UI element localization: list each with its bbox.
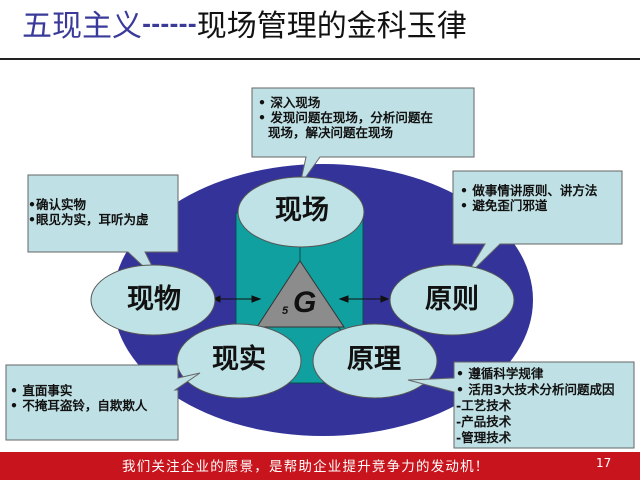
- bottom-left-callout-text: • 直面事实 • 不掩耳盗铃，自欺欺人: [10, 383, 147, 413]
- node-bottom-right-shape: [312, 323, 438, 399]
- callout-line: -工艺技术: [456, 398, 512, 413]
- callout-line: • 活用3大技术分析问题成因: [456, 382, 615, 397]
- callout-line: •确认实物: [28, 197, 86, 212]
- center-triangle: [256, 260, 345, 328]
- callout-line: -管理技术: [456, 430, 512, 445]
- node-left-shape: [90, 264, 216, 336]
- callout-line: • 发现问题在现场，分析问题在: [258, 110, 433, 125]
- page-title: 五现主义------现场管理的金科玉律: [22, 8, 467, 45]
- bottom-left-callout-shape: [5, 364, 201, 441]
- right-callout-text: • 做事情讲原则、讲方法 • 避免歪门邪道: [460, 183, 597, 213]
- top-callout-text: • 深入现场 • 发现问题在现场，分析问题在 现场，解决问题在现场: [258, 95, 433, 140]
- bottom-right-callout-shape: [407, 361, 635, 449]
- footer-bar: [0, 452, 640, 480]
- node-bottom-left-label: 现实: [212, 344, 266, 375]
- footer-slogan: 我们关注企业的愿景，是帮助企业提升竞争力的发动机！: [122, 459, 490, 475]
- callout-line: -产品技术: [456, 414, 512, 429]
- node-bottom-right-label: 原理: [347, 344, 401, 375]
- left-callout-text: •确认实物 •眼见为实，耳听为虚: [28, 197, 149, 227]
- right-arrow: [338, 295, 390, 303]
- title-dashes: ------: [142, 13, 197, 38]
- title-divider: [0, 58, 640, 60]
- callout-line: 现场，解决问题在现场: [268, 125, 394, 140]
- node-top-shape: [237, 176, 365, 248]
- node-top-label: 现场: [275, 195, 329, 226]
- callout-line: • 遵循科学规律: [456, 366, 544, 381]
- node-right-shape: [389, 264, 515, 336]
- top-callout-shape: [251, 87, 475, 186]
- title-part2: 现场管理的金科玉律: [196, 9, 467, 44]
- center-5-label: 5: [282, 305, 289, 317]
- callout-line: •眼见为实，耳听为虚: [28, 212, 149, 227]
- callout-line: • 避免歪门邪道: [460, 198, 548, 213]
- node-right-label: 原则: [425, 284, 479, 315]
- bottom-right-callout-text: • 遵循科学规律 • 活用3大技术分析问题成因 -工艺技术 -产品技术 -管理技…: [456, 366, 615, 446]
- title-part1: 五现主义: [22, 9, 142, 44]
- right-callout-shape: [452, 170, 623, 280]
- node-left-label: 现物: [127, 284, 181, 315]
- node-bottom-left-shape: [176, 323, 302, 399]
- callout-line: • 不掩耳盗铃，自欺欺人: [10, 398, 148, 413]
- callout-line: • 做事情讲原则、讲方法: [460, 183, 598, 198]
- callout-line: • 直面事实: [10, 383, 73, 398]
- callout-line: • 深入现场: [258, 95, 321, 110]
- page-number: 17: [596, 456, 612, 470]
- center-g-label: G: [293, 286, 317, 319]
- left-arrow: [212, 295, 262, 303]
